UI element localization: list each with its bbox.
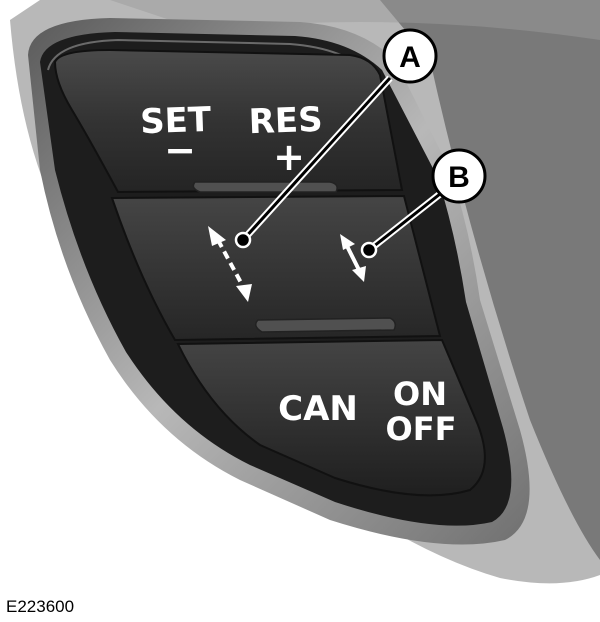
res-plus-symbol: + <box>273 135 305 179</box>
callout-b: B <box>360 148 487 259</box>
set-label: SET <box>139 100 212 142</box>
callout-a-label: A <box>399 41 421 74</box>
on-label: ON <box>393 375 447 413</box>
callout-b-label: B <box>448 161 470 194</box>
can-onoff-button[interactable]: CAN ON OFF <box>176 338 486 497</box>
reference-code: E223600 <box>6 597 75 616</box>
can-label: CAN <box>278 389 358 429</box>
res-label: RES <box>248 100 323 143</box>
solid-arrow-icon <box>340 234 366 282</box>
callout-a: A <box>234 28 438 249</box>
gap-adjust-button[interactable] <box>110 194 442 342</box>
set-minus-symbol: − <box>164 128 196 172</box>
off-label: OFF <box>386 410 457 448</box>
dashed-arrow-icon <box>208 226 252 302</box>
